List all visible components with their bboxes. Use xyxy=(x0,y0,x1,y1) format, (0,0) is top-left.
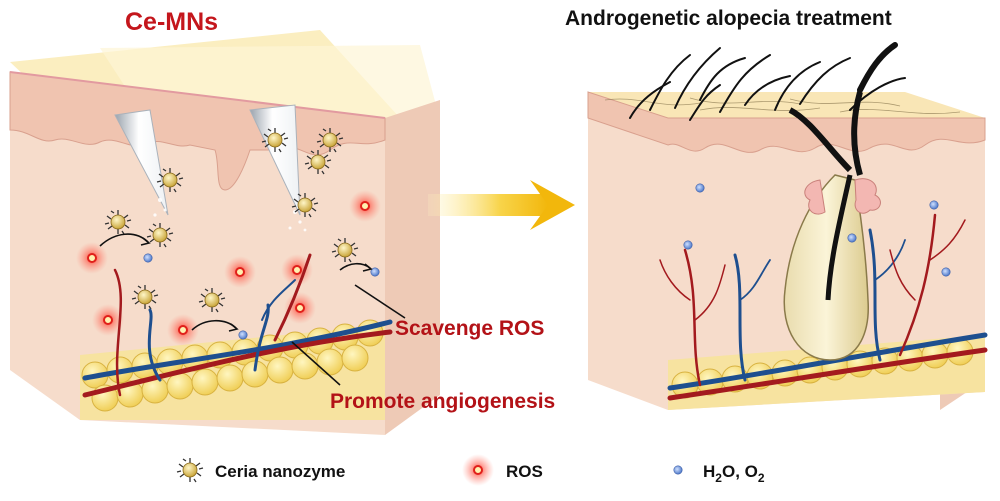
left-label-pointers xyxy=(291,284,406,386)
left-skin-block xyxy=(9,30,440,435)
microneedle-1 xyxy=(114,109,169,216)
right-top-surface xyxy=(588,92,985,118)
promote-angiogenesis-label: Promote angiogenesis xyxy=(330,390,555,413)
surface-hair-strands xyxy=(629,47,906,121)
water-oxygen-dot-icon xyxy=(673,465,683,475)
left-blood-vessels xyxy=(82,253,393,398)
scavenge-ros-label: Scavenge ROS xyxy=(395,317,544,340)
left-reaction-arrows xyxy=(99,233,373,332)
left-epidermis xyxy=(9,71,386,191)
right-title: Androgenetic alopecia treatment xyxy=(565,7,892,30)
ceria-nanozyme-icon xyxy=(176,457,204,483)
left-title: Ce-MNs xyxy=(125,8,218,36)
microneedle-2 xyxy=(249,104,301,216)
legend-h2o-o2-label: H2O, O2 xyxy=(703,462,765,485)
ros-dot-icon xyxy=(461,453,495,487)
right-skin-block xyxy=(587,42,988,410)
right-blood-vessels xyxy=(659,213,988,401)
legend: Ceria nanozyme ROS H2O, O2 xyxy=(176,453,765,487)
right-front-face xyxy=(588,92,985,410)
right-arrow-icon xyxy=(530,180,575,230)
process-arrow xyxy=(428,180,575,230)
right-epidermis xyxy=(587,91,986,153)
left-fat-layer xyxy=(80,319,385,420)
legend-ceria-label: Ceria nanozyme xyxy=(215,462,345,481)
legend-ros-label: ROS xyxy=(506,462,543,481)
hair-follicle xyxy=(783,42,898,361)
left-side-face xyxy=(385,100,440,435)
